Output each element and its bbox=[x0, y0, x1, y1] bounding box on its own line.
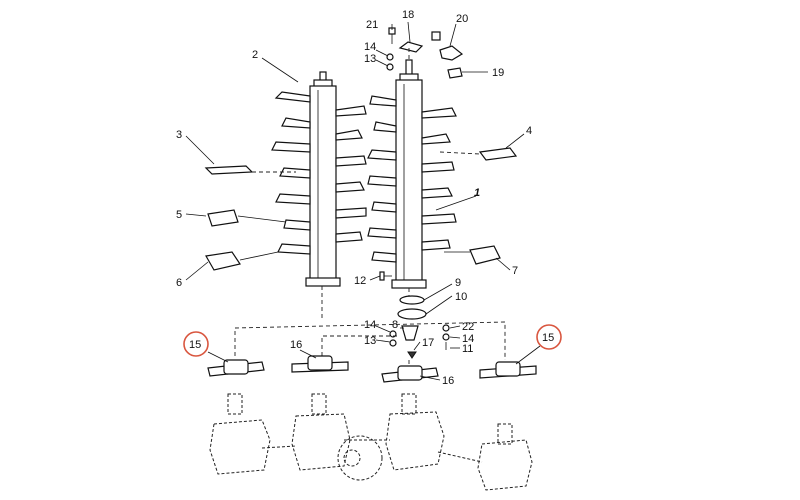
highlight-circle-15-left bbox=[183, 331, 209, 357]
callout-11[interactable]: 11 bbox=[462, 343, 473, 355]
rotor-right bbox=[367, 59, 457, 289]
callout-9[interactable]: 9 bbox=[455, 277, 461, 289]
callout-19[interactable]: 19 bbox=[492, 67, 504, 79]
callout-7[interactable]: 7 bbox=[512, 265, 518, 277]
rotor-hubs bbox=[207, 355, 537, 383]
leader-lines bbox=[185, 21, 541, 381]
callout-6[interactable]: 6 bbox=[176, 277, 182, 289]
callout-17[interactable]: 17 bbox=[422, 337, 434, 349]
rotor-left bbox=[271, 71, 367, 287]
callout-14[interactable]: 14 bbox=[364, 41, 376, 53]
gearbox-assembly bbox=[209, 393, 533, 491]
callout-1[interactable]: 1 bbox=[474, 187, 480, 199]
callout-20[interactable]: 20 bbox=[456, 13, 468, 25]
callout-14[interactable]: 14 bbox=[462, 333, 474, 345]
highlight-circle-15-right bbox=[536, 324, 562, 350]
callout-22[interactable]: 22 bbox=[462, 321, 474, 333]
loose-tines bbox=[204, 147, 518, 271]
callout-14[interactable]: 14 bbox=[364, 319, 376, 331]
callout-16[interactable]: 16 bbox=[290, 339, 302, 351]
callout-13[interactable]: 13 bbox=[364, 335, 376, 347]
callout-10[interactable]: 10 bbox=[455, 291, 467, 303]
callout-18[interactable]: 18 bbox=[402, 9, 414, 21]
callout-5[interactable]: 5 bbox=[176, 209, 182, 221]
callout-labels: 21 18 20 14 13 19 2 3 4 1 5 6 7 12 9 10 … bbox=[176, 9, 554, 387]
callout-8[interactable]: 8 bbox=[392, 319, 398, 331]
callout-13[interactable]: 13 bbox=[364, 53, 376, 65]
callout-16[interactable]: 16 bbox=[442, 375, 454, 387]
dashed-assembly-lines bbox=[234, 286, 506, 368]
callout-15[interactable]: 15 bbox=[542, 332, 554, 344]
callout-4[interactable]: 4 bbox=[526, 125, 532, 137]
lower-hardware bbox=[379, 271, 450, 359]
callout-21[interactable]: 21 bbox=[366, 19, 378, 31]
top-hardware bbox=[386, 27, 464, 79]
callout-2[interactable]: 2 bbox=[252, 49, 258, 61]
callout-15[interactable]: 15 bbox=[189, 339, 201, 351]
callout-3[interactable]: 3 bbox=[176, 129, 182, 141]
callout-12[interactable]: 12 bbox=[354, 275, 366, 287]
